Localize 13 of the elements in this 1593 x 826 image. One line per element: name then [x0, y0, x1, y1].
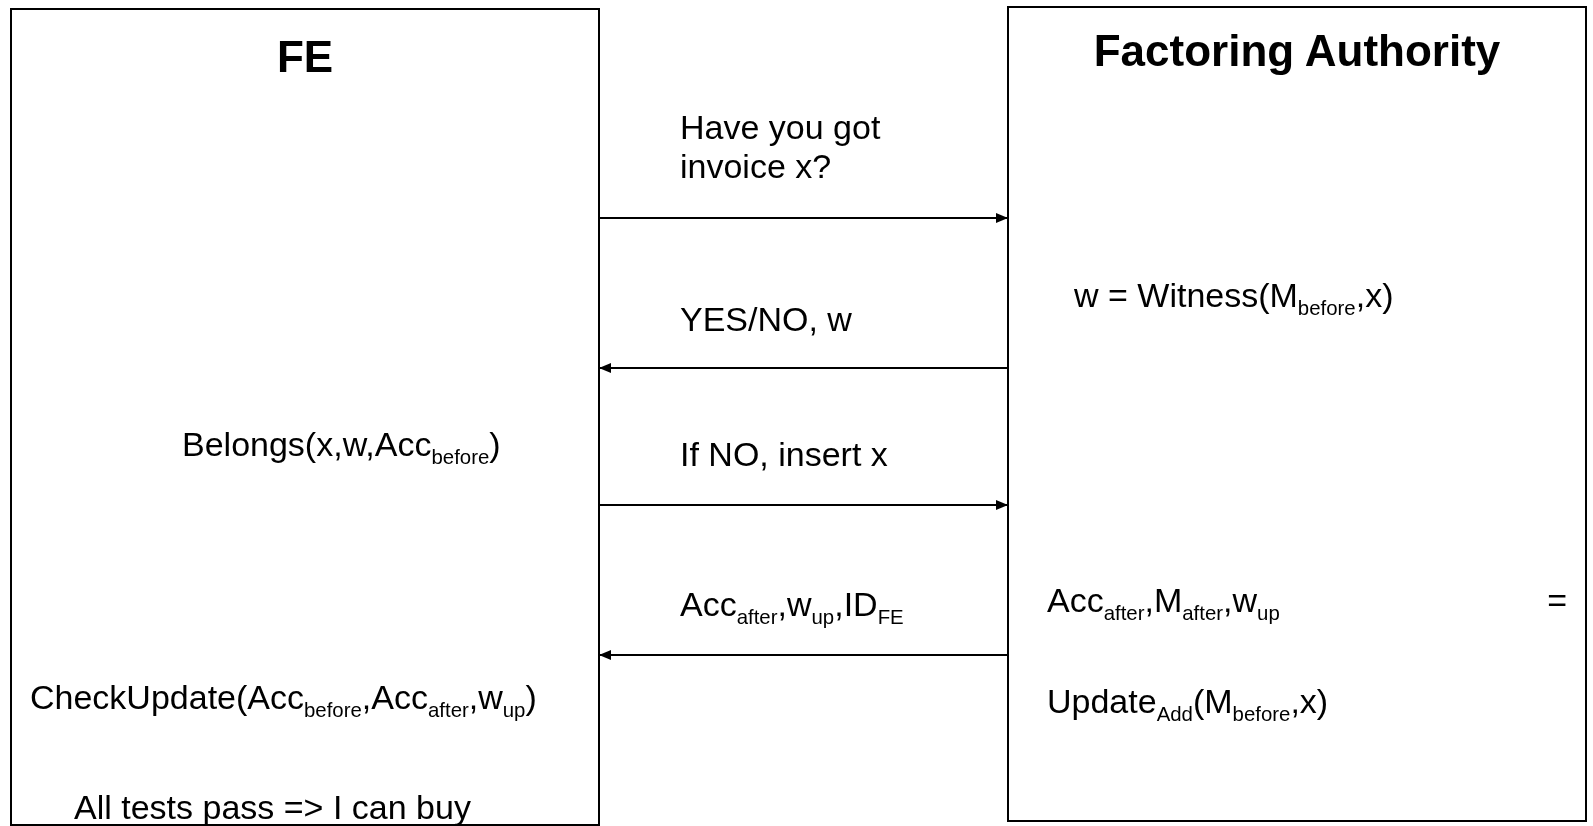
arrow — [599, 650, 1008, 660]
formula-text: CheckUpdate(Acc$_{before}$,Acc$_{after}$,w$_{up}$) — [30, 678, 537, 722]
party-panel — [1007, 6, 1587, 822]
formula-text: w = Witness(M$_{before}$,x) — [1074, 276, 1394, 320]
arrow — [599, 363, 1008, 373]
party-panel — [10, 8, 600, 826]
note-text: All tests pass => I can buy — [74, 788, 471, 826]
arrow — [599, 213, 1008, 223]
panel-title: Factoring Authority — [1092, 26, 1502, 76]
formula-text: Belongs(x,w,Acc$_{before}$) — [182, 425, 501, 469]
arrow — [599, 500, 1008, 510]
panel-title: FE — [275, 32, 335, 82]
formula-text: Acc$_{after}$,M$_{after}$,w$_{up}$ = Update$_{Add}$(M$_{before}$,x) — [1047, 580, 1567, 727]
